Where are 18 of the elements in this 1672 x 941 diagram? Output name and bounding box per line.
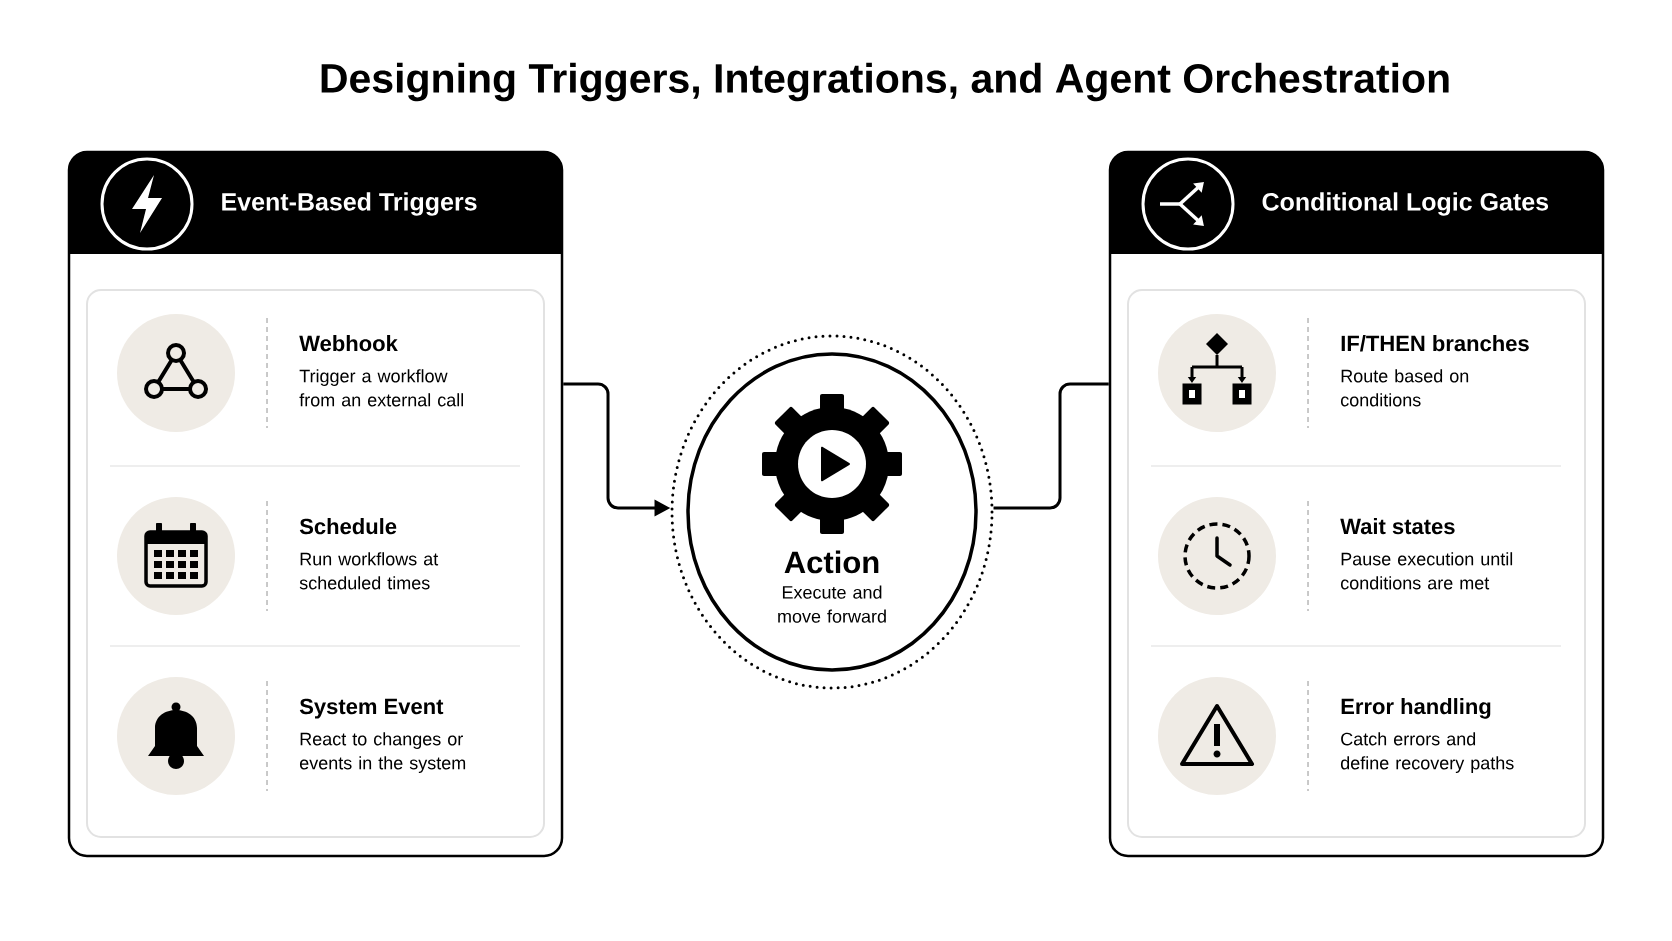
item-description: React to changes or events in the system <box>300 732 466 773</box>
item-description: Catch errors and define recovery paths <box>1340 732 1514 773</box>
title: Designing Triggers, Integrations, and Agent Orchestration <box>321 62 1449 102</box>
item-description: Route based on conditions <box>1341 369 1469 407</box>
item-description: Run workflows at scheduled times <box>299 552 439 590</box>
item-title: Error handling <box>1341 698 1491 719</box>
action-title: Action <box>784 550 879 574</box>
item-description: Pause execution until conditions are met <box>1341 552 1513 590</box>
action-description: Execute and move forward <box>778 585 886 623</box>
item-title: IF/THEN branches <box>1341 335 1529 352</box>
item-title: Wait states <box>1340 518 1455 535</box>
connector <box>993 382 1109 510</box>
panel-heading: Event-Based Triggers <box>222 192 477 216</box>
item-title: System Event <box>299 698 444 719</box>
panel-heading: Conditional Logic Gates <box>1262 192 1549 216</box>
item-title: Webhook <box>299 335 398 352</box>
item-description: Trigger a workflow from an external call <box>299 369 464 407</box>
item-title: Schedule <box>299 518 397 535</box>
